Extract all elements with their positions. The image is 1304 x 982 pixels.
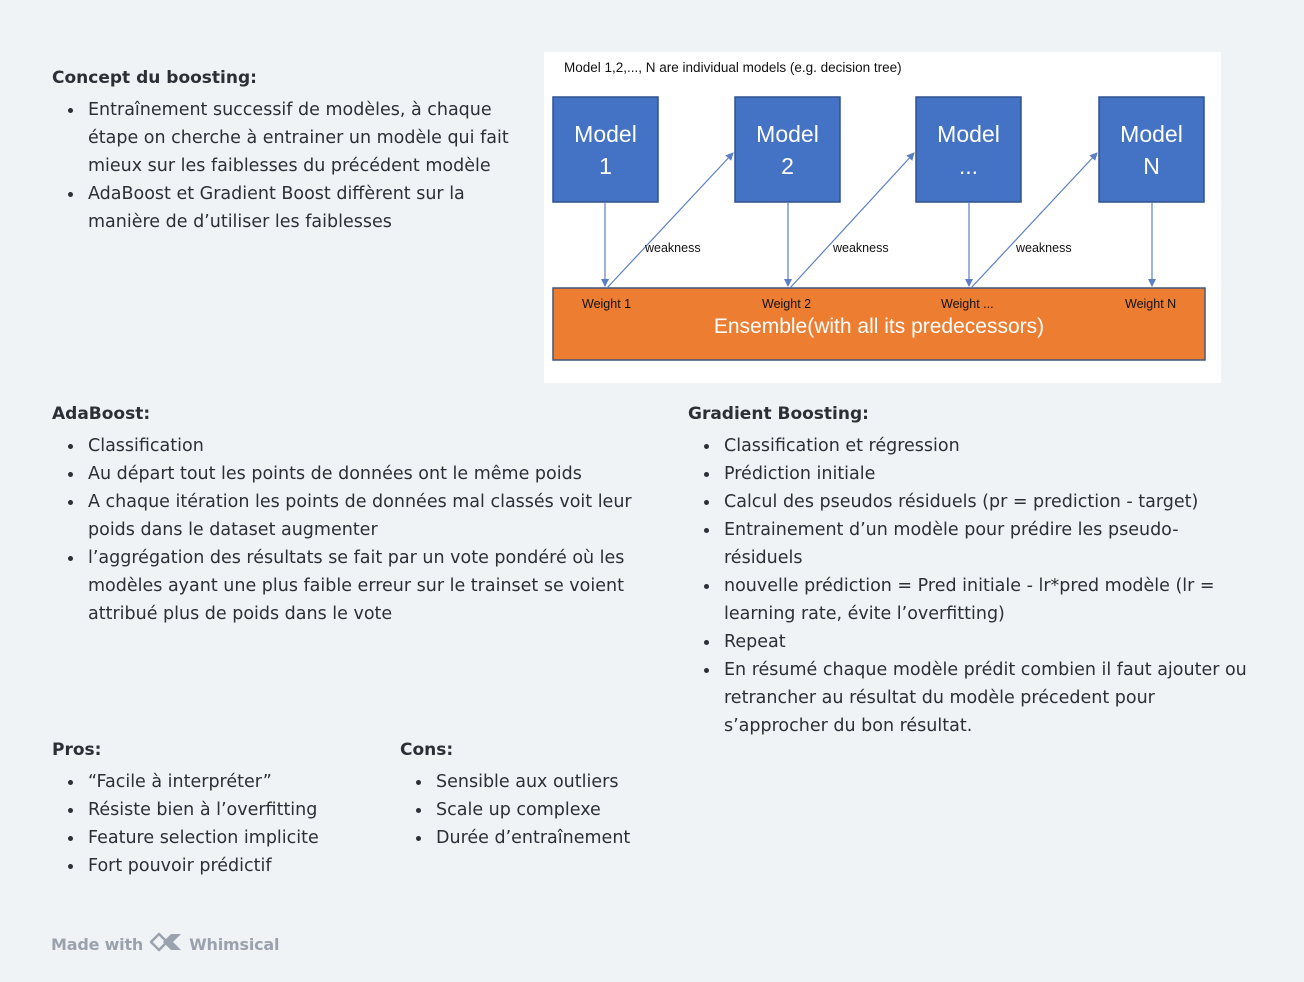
cons-section: Cons: Sensible aux outliers Scale up com… [400, 738, 680, 852]
cons-title: Cons: [400, 740, 454, 760]
diagram-caption: Model 1,2,..., N are individual models (… [564, 60, 902, 75]
gradient-boosting-item: Repeat [704, 628, 1248, 656]
model-box-label: Model [756, 121, 819, 147]
model-box-number: 2 [781, 153, 794, 179]
adaboost-title: AdaBoost: [52, 404, 151, 424]
gradient-boosting-item: nouvelle prédiction = Pred initiale - lr… [704, 572, 1248, 628]
model-box-number: 1 [599, 153, 612, 179]
gradient-boosting-item: Calcul des pseudos résiduels (pr = predi… [704, 488, 1248, 516]
weight-label-2: Weight 2 [762, 297, 811, 311]
adaboost-item: Au départ tout les points de données ont… [68, 460, 632, 488]
gradient-boosting-section: Gradient Boosting: Classification et rég… [688, 402, 1248, 740]
weight-label-1: Weight 1 [582, 297, 631, 311]
gradient-boosting-title: Gradient Boosting: [688, 404, 869, 424]
cons-item: Sensible aux outliers [416, 768, 680, 796]
gradient-boosting-list: Classification et régression Prédiction … [688, 432, 1248, 740]
weakness-label-1: weakness [644, 241, 701, 255]
adaboost-item: A chaque itération les points de données… [68, 488, 632, 544]
gradient-boosting-item: En résumé chaque modèle prédit combien i… [704, 656, 1248, 740]
whimsical-brand-label: Whimsical [189, 934, 280, 954]
model-box-3: Model ... [915, 96, 1022, 203]
pros-item: Résiste bien à l’overfitting [68, 796, 372, 824]
concept-item: Entraînement successif de modèles, à cha… [68, 96, 522, 180]
model-box-label: Model [574, 121, 637, 147]
adaboost-section: AdaBoost: Classification Au départ tout … [52, 402, 632, 628]
whimsical-logo-icon [149, 930, 185, 958]
pros-item: Feature selection implicite [68, 824, 372, 852]
concept-section: Concept du boosting: Entraînement succes… [52, 66, 522, 236]
made-with-whimsical-link[interactable]: Made with Whimsical [51, 930, 279, 958]
model-box-2: Model 2 [734, 96, 841, 203]
model-box-number: N [1143, 153, 1160, 179]
adaboost-item: Classification [68, 432, 632, 460]
gradient-boosting-item: Entrainement d’un modèle pour prédire le… [704, 516, 1248, 572]
model-box-1: Model 1 [552, 96, 659, 203]
gradient-boosting-item: Classification et régression [704, 432, 1248, 460]
ensemble-label: Ensemble(with all its predecessors) [714, 315, 1044, 338]
pros-section: Pros: “Facile à interpréter” Résiste bie… [52, 738, 372, 880]
model-box-n: Model N [1098, 96, 1205, 203]
weakness-label-3: weakness [1015, 241, 1072, 255]
cons-list: Sensible aux outliers Scale up complexe … [400, 768, 680, 852]
made-with-label: Made with [51, 934, 144, 954]
adaboost-list: Classification Au départ tout les points… [52, 432, 632, 628]
model-box-number: ... [959, 153, 978, 179]
arrow-weakness-3 [970, 152, 1098, 289]
weakness-label-2: weakness [832, 241, 889, 255]
concept-list: Entraînement successif de modèles, à cha… [52, 96, 522, 236]
model-box-label: Model [937, 121, 1000, 147]
adaboost-item: l’aggrégation des résultats se fait par … [68, 544, 632, 628]
model-box-label: Model [1120, 121, 1183, 147]
cons-item: Scale up complexe [416, 796, 680, 824]
weight-label-3: Weight ... [941, 297, 994, 311]
pros-item: Fort pouvoir prédictif [68, 852, 372, 880]
ensemble-bar: Weight 1 Weight 2 Weight ... Weight N En… [552, 287, 1206, 361]
boosting-diagram-svg: Model 1,2,..., N are individual models (… [552, 60, 1206, 361]
concept-item: AdaBoost et Gradient Boost diffèrent sur… [68, 180, 522, 236]
pros-list: “Facile à interpréter” Résiste bien à l’… [52, 768, 372, 880]
boosting-diagram: Model 1,2,..., N are individual models (… [544, 52, 1221, 383]
concept-title: Concept du boosting: [52, 68, 257, 88]
pros-title: Pros: [52, 740, 102, 760]
arrow-weakness-2 [789, 152, 915, 289]
gradient-boosting-item: Prédiction initiale [704, 460, 1248, 488]
arrow-weakness-1 [606, 152, 734, 289]
weight-label-n: Weight N [1125, 297, 1176, 311]
cons-item: Durée d’entraînement [416, 824, 680, 852]
pros-item: “Facile à interpréter” [68, 768, 372, 796]
